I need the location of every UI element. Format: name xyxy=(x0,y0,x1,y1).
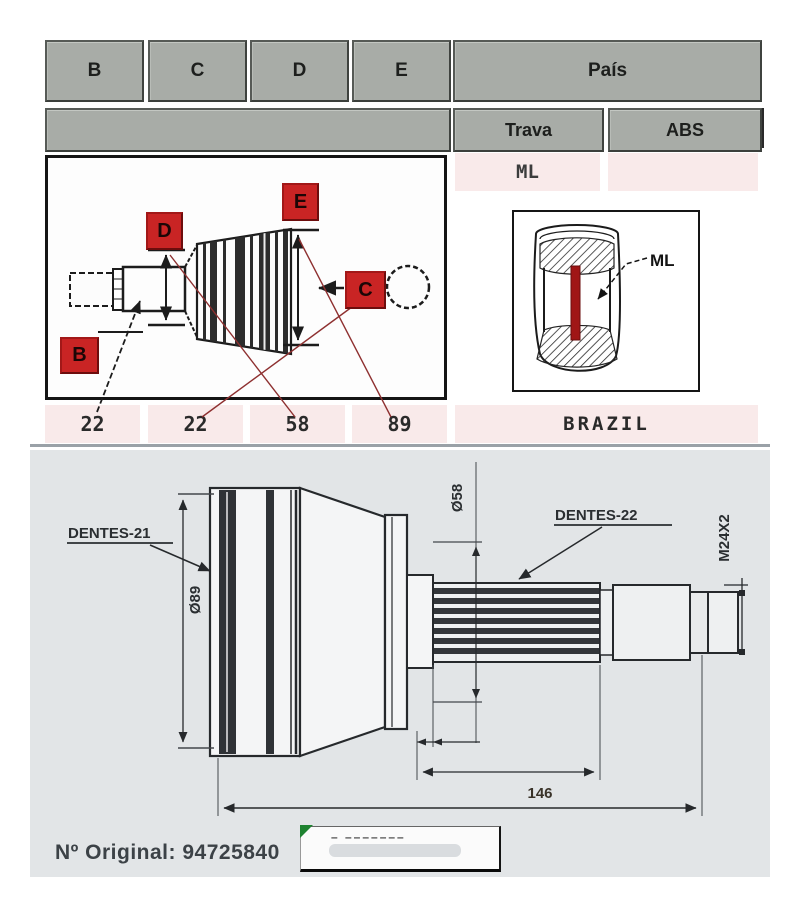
bell-housing xyxy=(195,227,293,356)
column-header-c[interactable]: C xyxy=(148,40,247,102)
original-number-label: Nº Original: xyxy=(55,841,177,864)
trava-value-cell: ML xyxy=(455,153,600,191)
value-cell-b: 22 xyxy=(45,405,140,443)
column-header-pais[interactable]: País xyxy=(453,40,762,102)
leader-c-to-22 xyxy=(201,303,357,418)
cv-joint-side-view-diagram xyxy=(45,155,447,418)
technical-drawing-panel xyxy=(30,450,770,877)
value-cell-pais: BRAZIL xyxy=(455,405,758,443)
censored-marks: – ––––––– xyxy=(331,830,406,844)
censored-smear xyxy=(329,844,461,857)
column-header-trava[interactable]: Trava xyxy=(453,108,604,152)
column-header-d[interactable]: D xyxy=(250,40,349,102)
section-divider xyxy=(30,444,770,447)
original-number-line: Nº Original: 94725840 xyxy=(55,841,280,865)
value-cell-d: 58 xyxy=(250,405,345,443)
abs-value-cell xyxy=(608,153,758,191)
corner-flag-icon xyxy=(300,825,313,838)
value-cell-e: 89 xyxy=(352,405,447,443)
lock-ring-bar xyxy=(570,265,581,341)
ml-leader-line xyxy=(597,257,648,300)
leader-d-to-58 xyxy=(169,254,296,418)
shaft-step-ring xyxy=(112,268,124,311)
hatch-band-top xyxy=(539,237,615,275)
column-header-abs[interactable]: ABS xyxy=(608,108,762,152)
callout-e: E xyxy=(282,183,319,221)
column-header-e[interactable]: E xyxy=(352,40,451,102)
table-edge-line xyxy=(762,108,764,148)
value-cell-c: 22 xyxy=(148,405,243,443)
leader-e-to-89 xyxy=(298,238,392,418)
lock-ring-box: ML xyxy=(512,210,700,392)
header-blank-bar xyxy=(45,108,451,152)
original-number-value: 94725840 xyxy=(182,841,280,864)
ml-label: ML xyxy=(650,251,675,270)
sleeve-wall xyxy=(533,233,621,372)
spline-end-view-circle xyxy=(385,264,431,310)
censored-code-box: – ––––––– xyxy=(300,825,501,872)
callout-d: D xyxy=(146,212,183,250)
boot-edge-top xyxy=(184,244,198,268)
boot-edge-bottom xyxy=(184,310,198,338)
stub-shaft xyxy=(69,272,114,307)
sleeve-rim-inner xyxy=(539,230,615,240)
column-header-b[interactable]: B xyxy=(45,40,144,102)
shaft-body xyxy=(121,265,187,313)
lock-ring-diagram: ML xyxy=(533,224,675,372)
sleeve-rim-outer xyxy=(535,224,619,235)
bell-bands xyxy=(203,229,288,354)
callout-b: B xyxy=(60,337,99,374)
callout-c: C xyxy=(345,271,386,309)
b-leader-line xyxy=(96,300,141,413)
hatch-band-bottom xyxy=(536,324,618,368)
